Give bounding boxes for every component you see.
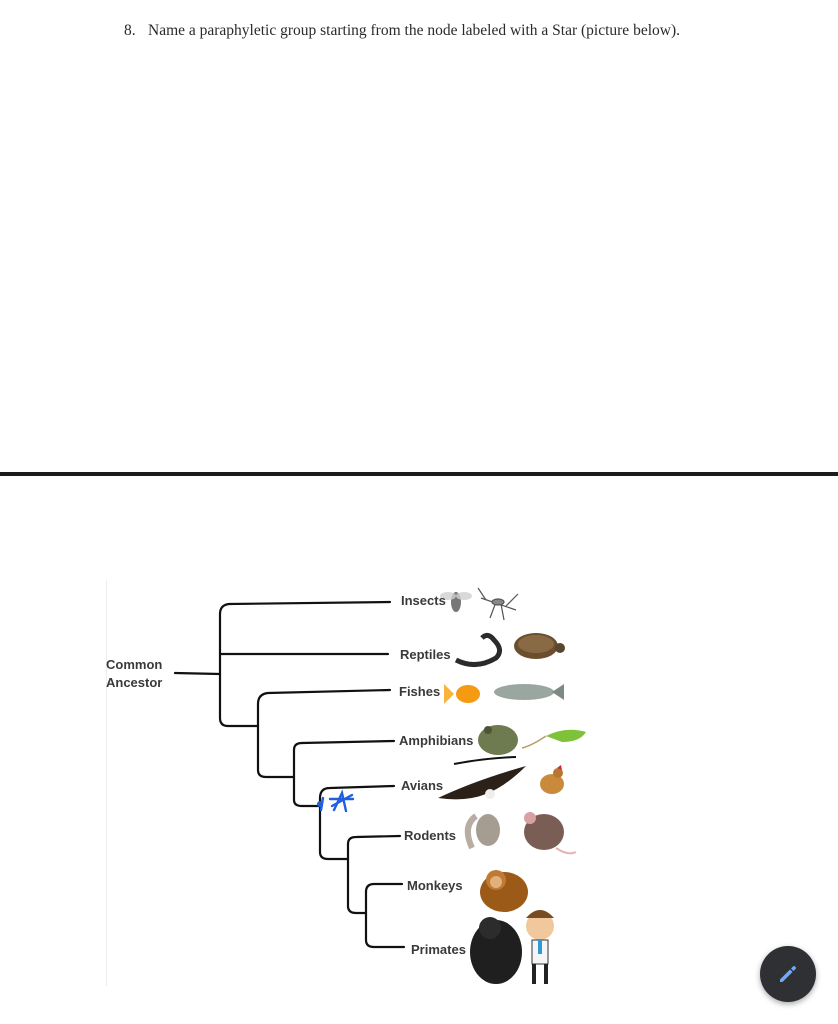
node-c-stem	[292, 748, 322, 808]
cladogram-branches	[173, 587, 586, 984]
node-a-stem	[218, 612, 260, 728]
fly-icon	[440, 592, 472, 612]
taxon-label-rodents: Rodents	[404, 828, 456, 843]
taxon-label-avians: Avians	[401, 778, 444, 793]
section-divider	[0, 472, 838, 476]
taxon-label-insects: Insects	[401, 593, 446, 608]
hen-icon	[540, 765, 564, 794]
node-b-stem	[256, 702, 296, 779]
gorilla-icon	[470, 917, 522, 984]
trout-icon	[494, 684, 564, 700]
frog-icon	[478, 725, 518, 755]
fishes-branch	[256, 688, 392, 706]
figure-border	[106, 580, 107, 986]
node-e-stem	[346, 842, 368, 915]
squirrel-icon	[464, 813, 500, 850]
primates-branch	[364, 890, 406, 949]
mosquito-icon	[477, 587, 519, 621]
eagle-icon	[438, 766, 526, 800]
star-annotation	[319, 789, 355, 813]
taxon-label-fishes: Fishes	[399, 684, 441, 699]
question-number: 8.	[124, 22, 136, 39]
taxon-label-reptiles: Reptiles	[400, 647, 451, 662]
goldfish-icon	[444, 684, 480, 704]
question-body: Name a paraphyletic group starting from …	[148, 22, 680, 39]
cladogram-figure: Common Ancestor	[106, 580, 606, 986]
question-text: 8. Name a paraphyletic group starting fro…	[124, 22, 680, 40]
rat-icon	[524, 812, 577, 855]
edit-fab-button[interactable]	[760, 946, 816, 1002]
common-ancestor-line1: Common	[106, 657, 163, 672]
avians-branch	[318, 784, 396, 800]
root-branch	[173, 671, 222, 676]
monkeys-branch	[364, 882, 404, 894]
common-ancestor-line2: Ancestor	[106, 675, 163, 690]
snake-icon	[454, 632, 502, 667]
common-ancestor-label: Common Ancestor	[106, 656, 162, 692]
pencil-icon	[780, 966, 796, 982]
taxon-label-primates: Primates	[411, 942, 466, 957]
node-d-stem	[318, 796, 350, 861]
cartoon-man-icon	[526, 910, 554, 984]
taxon-label-monkeys: Monkeys	[407, 878, 463, 893]
rodents-branch	[346, 834, 402, 846]
taxon-label-amphibians: Amphibians	[399, 733, 474, 748]
handwritten-line	[453, 756, 517, 765]
monkey-icon	[480, 870, 528, 912]
amphibians-branch	[292, 739, 396, 752]
lizard-icon	[521, 729, 586, 749]
insects-branch	[218, 600, 392, 616]
turtle-icon	[514, 633, 565, 659]
